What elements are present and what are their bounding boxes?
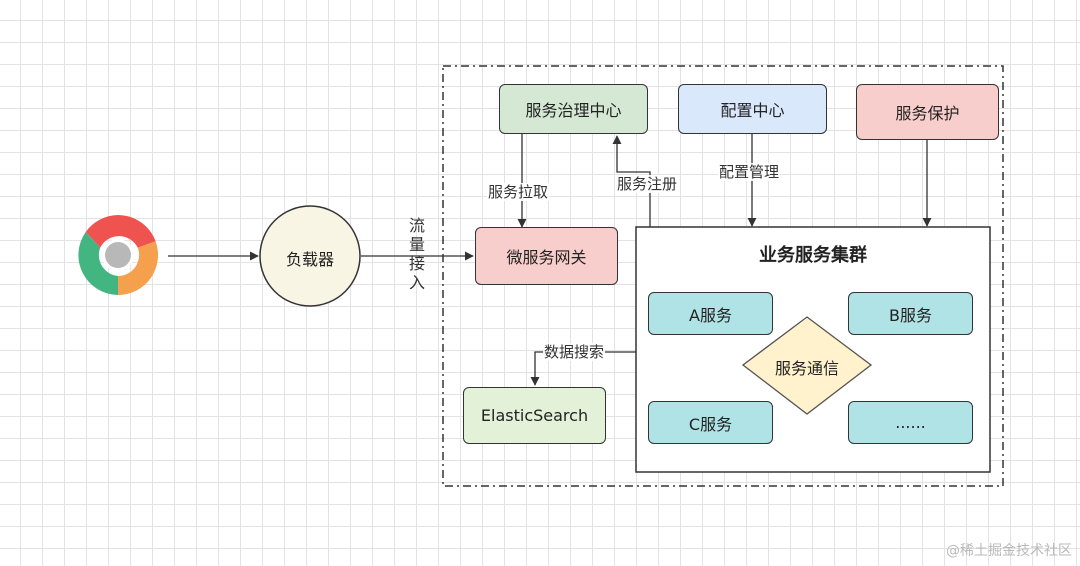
service-a-node: A服务 (648, 292, 773, 335)
service-communication-label: 服务通信 (774, 359, 839, 378)
service-b-node: B服务 (848, 292, 973, 335)
edge-label-service-register: 服务注册 (616, 175, 679, 193)
edge-service-register (612, 135, 651, 227)
cluster-title: 业务服务集群 (759, 245, 867, 266)
service-c-node: C服务 (648, 401, 773, 444)
system-boundary (442, 65, 1004, 487)
config-center-node: 配置中心 (678, 84, 827, 134)
edge-label-traffic-in: 流 量 接 入 (408, 216, 425, 292)
service-more-node: ...... (848, 401, 973, 444)
gateway-node: 微服务网关 (475, 227, 618, 285)
elasticsearch-node: ElasticSearch (463, 387, 606, 444)
load-balancer-label: 负载器 (285, 250, 334, 269)
watermark: @稀土掘金技术社区 (946, 543, 1072, 559)
edge-label-service-pull: 服务拉取 (487, 183, 550, 201)
governance-center-node: 服务治理中心 (499, 84, 648, 134)
edge-label-config-manage: 配置管理 (718, 163, 781, 181)
edge-label-data-search: 数据搜索 (543, 343, 606, 361)
load-balancer-circle (259, 205, 361, 307)
service-communication-diamond (741, 316, 873, 415)
chrome-browser-icon (78, 215, 159, 295)
service-protection-node: 服务保护 (856, 84, 999, 140)
